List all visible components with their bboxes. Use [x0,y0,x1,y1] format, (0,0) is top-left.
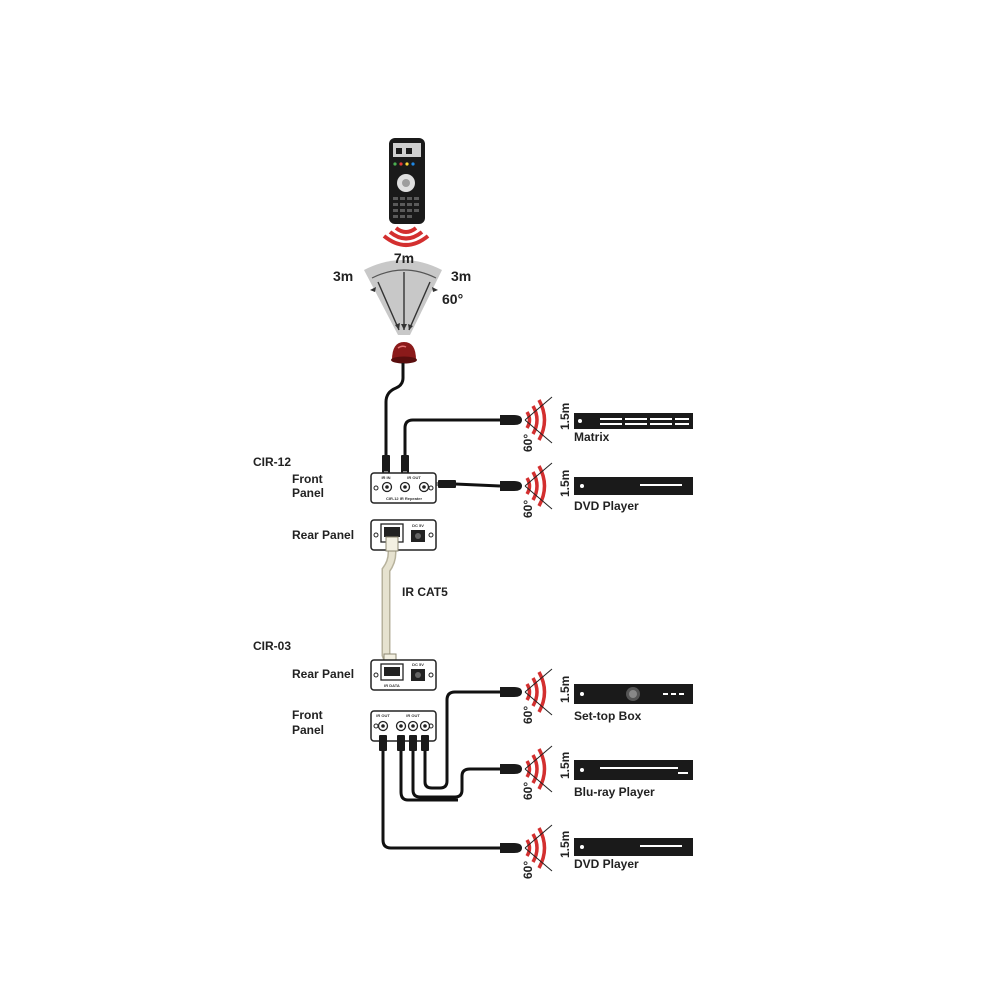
cir12-jack-in-label: IR IN [381,475,390,480]
bluray-angle-label: 60° [521,782,535,800]
matrix-device-icon [574,413,693,429]
cir12-jack-out-label: IR OUT [407,475,421,480]
dvd-2-name: DVD Player [574,857,639,871]
emitter-matrix [500,396,553,444]
remote-control [389,138,425,224]
remote-ir-signal-icon [382,226,430,247]
bluray-distance-label: 1.5m [558,752,572,779]
cir12-front-caption: CIR-12 IR Repeater [386,496,422,501]
range-center-label: 7m [394,250,414,266]
settop-angle-label: 60° [521,706,535,724]
matrix-distance-label: 1.5m [558,403,572,430]
bluray-name: Blu-ray Player [574,785,655,799]
settop-box-device-icon [574,684,693,704]
cir03-rear-label: Rear Panel [292,667,354,681]
range-right-label: 3m [451,268,471,284]
cir12-rear-dc-label: DC 5V [412,523,424,528]
cir03-rear-panel [370,659,437,691]
cir03-jack-in-label: IR OUT [376,713,390,718]
dvd-2-distance-label: 1.5m [558,831,572,858]
emitter-settop [500,668,553,716]
cir12-cables [384,363,501,488]
matrix-name: Matrix [574,430,610,444]
emitter-dvd-1 [500,462,553,510]
cir12-rear-panel [370,519,437,551]
dvd-1-angle-label: 60° [521,500,535,518]
cir12-front-label-line1: Front [292,472,323,486]
settop-distance-label: 1.5m [558,676,572,703]
cat5-cable-label: IR CAT5 [402,585,448,599]
cir03-jack-out-label: IR OUT [406,713,420,718]
cat5-cable [381,536,399,669]
cir03-model-label: CIR-03 [253,639,291,653]
range-angle-label: 60° [442,291,463,307]
dvd-1-distance-label: 1.5m [558,470,572,497]
dvd-2-angle-label: 60° [521,861,535,879]
ir-receiver-eye-icon [391,342,417,364]
emitter-dvd-2 [500,824,553,872]
cir03-cables [381,690,500,850]
settop-name: Set-top Box [574,709,642,723]
cir03-front-label-line1: Front [292,708,323,722]
ir-coverage-cone [364,260,442,335]
cir03-front-label-line2: Panel [292,723,324,737]
dvd-player-1-device-icon [574,477,693,495]
bluray-player-device-icon [574,760,693,780]
cir12-model-label: CIR-12 [253,455,291,469]
cir03-rear-port-label: IR DATA [384,683,400,688]
dvd-player-2-device-icon [574,838,693,856]
cir12-front-panel [370,472,437,504]
matrix-angle-label: 60° [521,434,535,452]
cir12-rear-label: Rear Panel [292,528,354,542]
cir03-plugs [379,735,429,751]
cir12-front-label-line2: Panel [292,486,324,500]
range-left-label: 3m [333,268,353,284]
cir03-rear-dc-label: DC 5V [412,662,424,667]
emitter-bluray [500,745,553,793]
dvd-1-name: DVD Player [574,499,639,513]
